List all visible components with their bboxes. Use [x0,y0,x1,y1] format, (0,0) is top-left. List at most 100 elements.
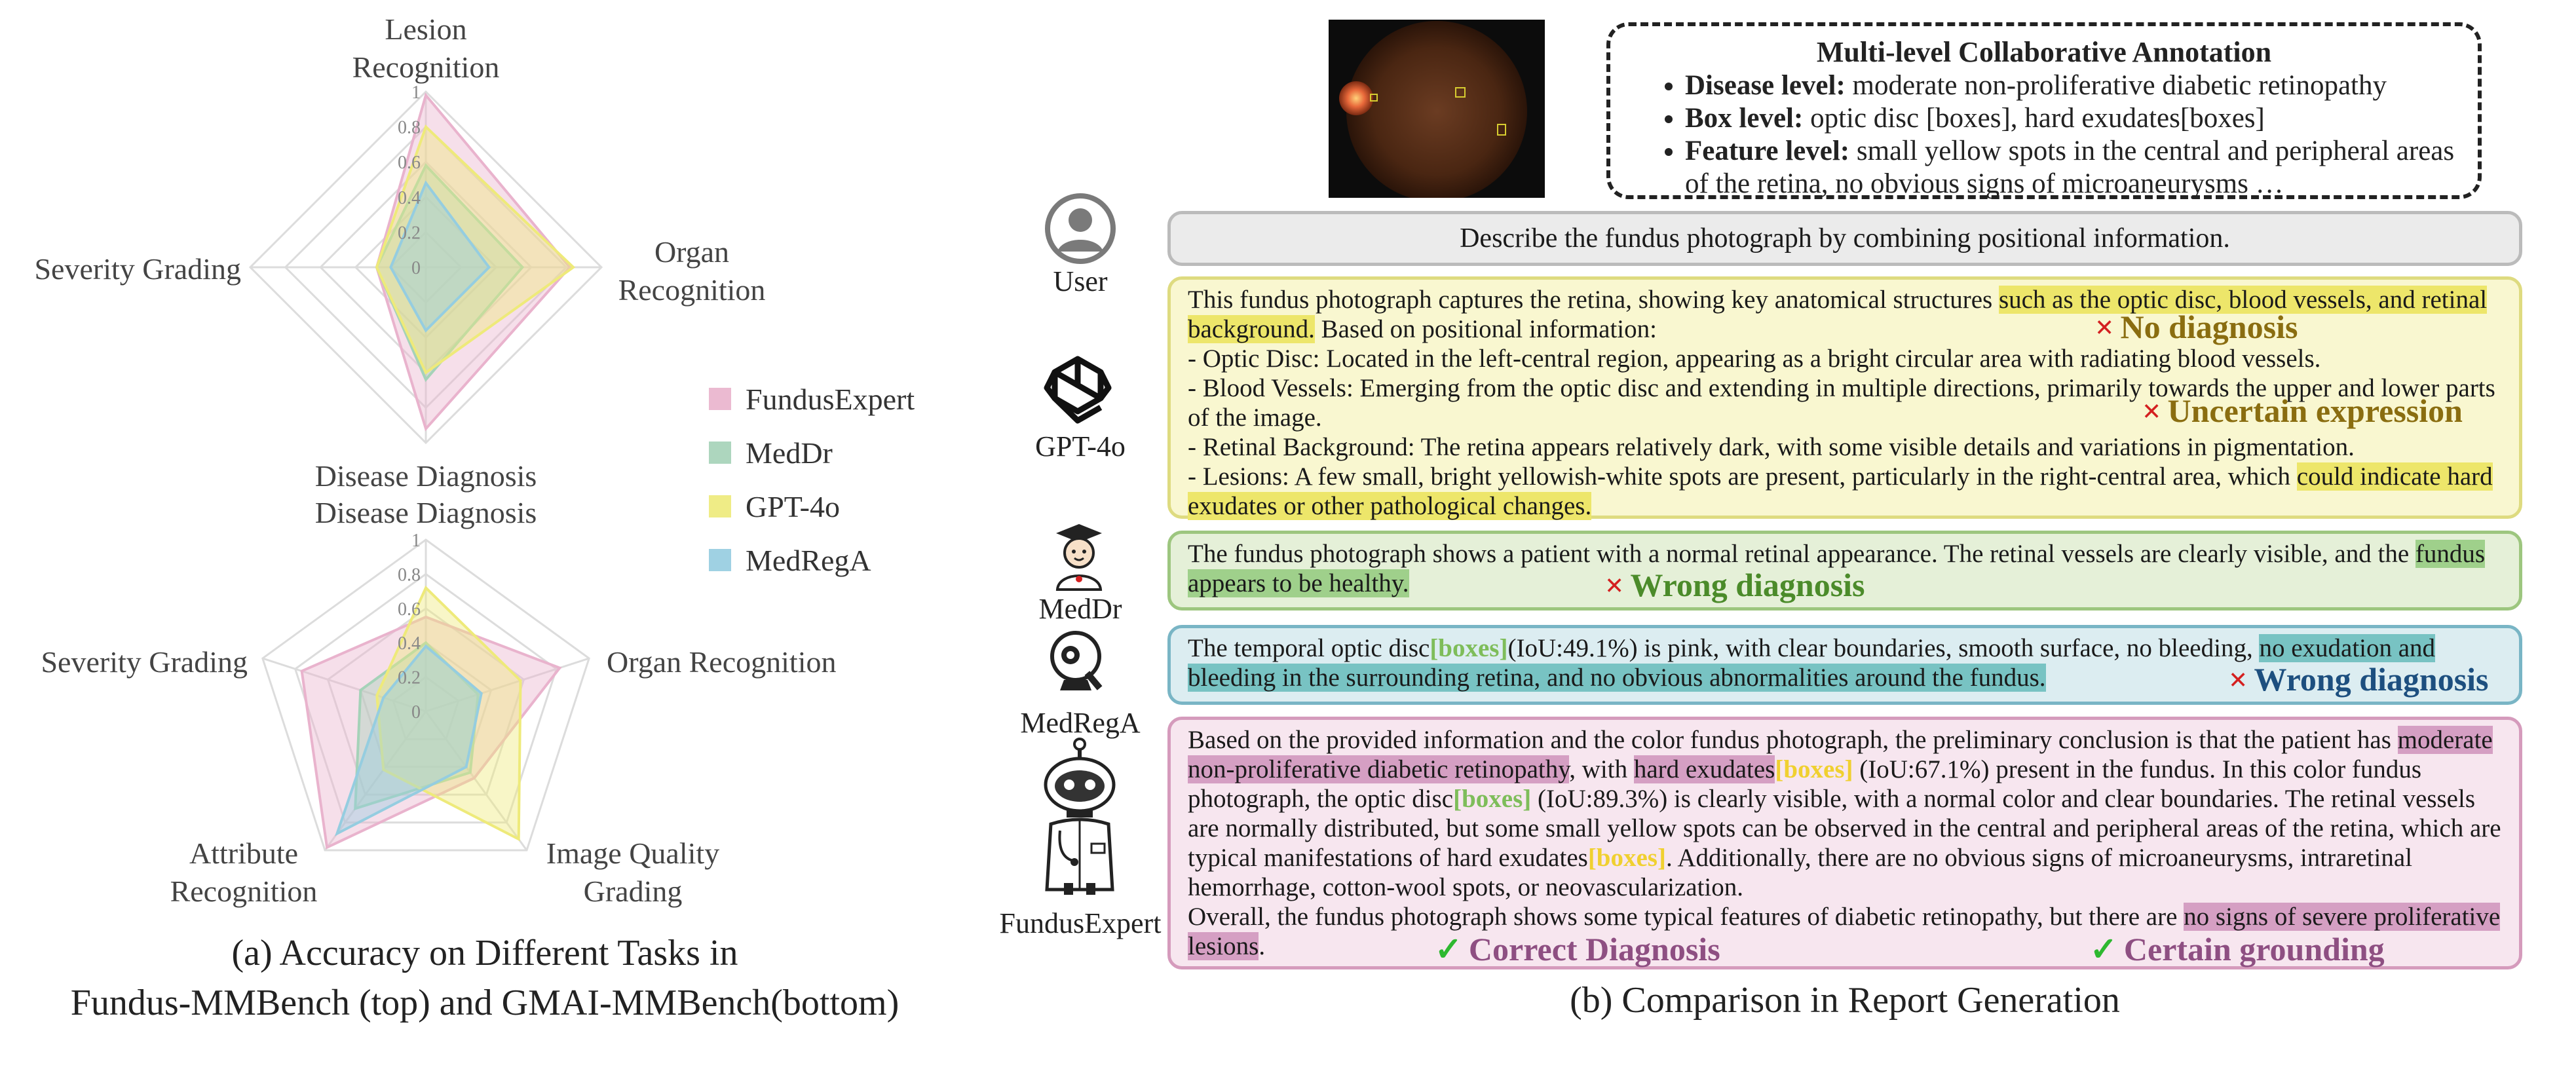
radar-axis-label: Severity Grading [34,252,241,286]
radar-series-medrega [334,644,483,836]
fundus-photograph [1329,20,1545,198]
robot-magnifier-icon [1042,625,1118,700]
legend-item: GPT-4o [709,479,915,533]
box-token: [boxes] [1453,785,1532,813]
legend-swatch [709,549,731,571]
radar-tick-label: 1 [411,531,421,551]
cross-mark-icon: × [2229,661,2248,698]
radar-spoke [262,657,426,713]
text-span: - Retinal Background: The retina appears… [1188,433,2355,461]
left-caption-line1: (a) Accuracy on Different Tasks in [231,933,738,973]
legend-item: MedRegA [709,533,915,587]
annotation-label: Disease level: [1685,70,1846,101]
doctor-cartoon-icon [1043,519,1115,594]
text-span: , with [1569,755,1634,783]
text-span: The fundus photograph shows a patient wi… [1188,540,2415,568]
legend-label: GPT-4o [746,489,840,523]
legend-swatch [709,388,731,410]
legend-swatch [709,442,731,464]
legend-label: MedRegA [746,543,871,577]
highlight-span: hard exudates [1633,755,1775,783]
annotation-box: Multi-level Collaborative Annotation Dis… [1606,22,2482,199]
annotation-item-feature: Feature level: small yellow spots in the… [1685,135,2458,200]
radar-axis-label: Severity Grading [41,645,248,679]
radar-tick-label: 0.4 [398,633,421,654]
text-span: - Blood Vessels: Emerging from the optic… [1188,374,2495,432]
gpt-response-box: This fundus photograph captures the reti… [1167,276,2522,521]
medrega-response-box: The temporal optic disc[boxes](IoU:49.1%… [1167,625,2522,705]
text-span: . [1259,932,1266,960]
radar-series-fundusexpert [300,615,562,850]
medrega-wrong-diagnosis-tag: ×Wrong diagnosis [2229,660,2489,698]
user-prompt-text: Describe the fundus photograph by combin… [1460,223,2230,254]
tag-text: Wrong diagnosis [1630,567,1865,603]
radar-tick-label: 0.6 [398,153,421,173]
radar-spoke [324,711,427,851]
medrega-label: MedRegA [1020,707,1141,739]
legend-label: MedDr [746,436,833,470]
gpt-uncertain-tag: ×Uncertain expression [2142,392,2463,430]
radar-series-gpt-4o [375,585,522,842]
cross-mark-icon: × [2142,392,2161,429]
radar-tick-label: 0 [411,258,421,278]
legend-item: FundusExpert [709,372,915,426]
box-token: [boxes] [1587,844,1666,872]
gpt-label: GPT-4o [1035,430,1126,462]
radar-axis-label: Organ Recognition [607,645,836,679]
radar-tick-label: 0.2 [398,668,421,688]
annotation-text: moderate non-proliferative diabetic reti… [1845,70,2387,101]
radar-grid-ring [392,675,460,740]
tag-text: Correct Diagnosis [1468,931,1720,968]
text-span: (IoU:49.1%) is pink, with clear boundari… [1507,634,2260,662]
left-caption: (a) Accuracy on Different Tasks in Fundu… [0,929,970,1028]
check-mark-icon: ✓ [1435,931,1462,968]
tag-text: No diagnosis [2120,309,2298,345]
radar-series-meddr [354,641,480,811]
tag-text: Wrong diagnosis [2254,661,2489,698]
tag-text: Certain grounding [2123,931,2385,968]
annotation-label: Box level: [1685,103,1804,134]
text-span: Overall, the fundus photograph shows som… [1188,903,2184,931]
tag-text: Uncertain expression [2167,392,2463,429]
text-span: Based on positional information: [1314,315,1657,343]
radar-grid-ring [294,573,558,824]
radar-series-medrega [389,180,491,333]
radar-tick-label: 1 [411,83,421,103]
fundusexpert-label: FundusExpert [999,907,1162,939]
gpt-response-text: This fundus photograph captures the reti… [1188,285,2502,521]
radar-series-meddr [375,163,525,383]
radar-tick-label: 0.8 [398,565,421,585]
radar-axis-label: Disease Diagnosis [315,496,537,529]
user-prompt-box: Describe the fundus photograph by combin… [1167,211,2522,266]
radar-tick-label: 0.6 [398,599,421,620]
text-span: - Optic Disc: Located in the left-centra… [1188,345,2321,373]
text-span: - Lesions: A few small, bright yellowish… [1188,462,2297,491]
box-token: [boxes] [1775,755,1853,783]
radar-series-fundusexpert [375,92,572,432]
text-span: (IoU:67.1%) present in the fundus. In th… [1188,755,2422,813]
user-label: User [1053,265,1108,297]
radar-tick-label: 0.2 [398,223,421,243]
fundusexpert-response-box: Based on the provided information and th… [1167,717,2522,969]
radar-tick-label: 0.4 [398,188,421,208]
meddr-label: MedDr [1038,593,1122,625]
text-span: (IoU:89.3%) is clearly visible, with a n… [1188,785,2501,872]
annotation-text: optic disc [boxes], hard exudates[boxes] [1803,103,2265,134]
annotation-item-disease: Disease level: moderate non-proliferativ… [1685,69,2458,102]
legend-label: FundusExpert [746,382,915,416]
meddr-wrong-diagnosis-tag: ×Wrong diagnosis [1605,566,1865,604]
box-token: [boxes] [1430,634,1508,662]
radar-grid-ring [261,538,590,852]
annotation-title: Multi-level Collaborative Annotation [1816,36,2272,68]
radar-tick-label: 0 [411,702,421,723]
cross-mark-icon: × [1605,567,1624,603]
legend-item: MedDr [709,426,915,479]
right-caption: (b) Comparison in Report Generation [1570,980,2120,1021]
robot-doctor-icon [1027,732,1132,899]
openai-logo-icon [1038,350,1118,433]
